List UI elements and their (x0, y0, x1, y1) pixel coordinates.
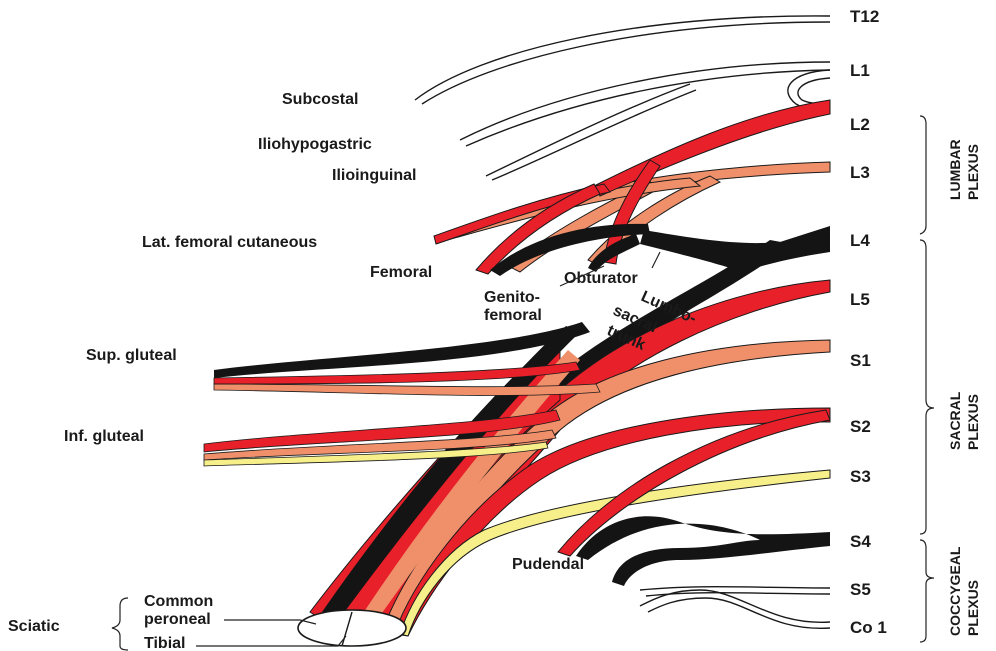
l1-l2-loop-inner (798, 78, 830, 104)
lumbar-plexus-label-1: LUMBAR (947, 139, 963, 200)
root-label-s5: S5 (850, 580, 871, 599)
label-sup-gluteal: Sup. gluteal (86, 347, 177, 364)
lumbar-plexus-label-2: PLEXUS (965, 144, 981, 200)
label-tibial: Tibial (144, 635, 186, 651)
co1-nerve (640, 590, 830, 622)
root-label-l4: L4 (850, 231, 870, 250)
co1-nerve-inner (648, 598, 830, 628)
sup-gluteal-nerve-salmon (214, 384, 600, 395)
sacral-plexus-label-2: PLEXUS (965, 394, 981, 450)
coccygeal-bracket (920, 540, 934, 642)
sacral-bracket (920, 240, 934, 534)
l1-iliohypogastric-nerve-inner (466, 70, 830, 146)
lumbar-bracket (920, 116, 926, 234)
root-labels: T12 L1 L2 L3 L4 L5 S1 S2 S3 S4 S5 Co 1 (850, 7, 887, 637)
t12-subcostal-nerve-inner (422, 22, 830, 104)
root-label-l1: L1 (850, 61, 870, 80)
label-femoral: Femoral (370, 264, 432, 281)
label-genitofemoral-2: femoral (484, 307, 542, 324)
label-lat-femoral-cutaneous: Lat. femoral cutaneous (142, 234, 317, 251)
label-genitofemoral-1: Genito- (484, 289, 540, 306)
leader-obturator (652, 252, 660, 268)
plexus-labels: LUMBAR PLEXUS SACRAL PLEXUS COCCYGEAL PL… (947, 139, 981, 636)
label-pudendal: Pudendal (512, 556, 584, 573)
t12-subcostal-nerve (415, 16, 830, 100)
label-common-peroneal-2: peroneal (144, 611, 211, 628)
root-label-s1: S1 (850, 351, 871, 370)
label-common-peroneal-1: Common (144, 593, 213, 610)
sciatic-cut-end (298, 610, 406, 646)
root-label-co1: Co 1 (850, 618, 887, 637)
root-label-l3: L3 (850, 163, 870, 182)
label-inf-gluteal: Inf. gluteal (64, 428, 144, 445)
root-label-s2: S2 (850, 417, 871, 436)
label-ilioinguinal: Ilioinguinal (332, 167, 416, 184)
plexus-brackets (920, 116, 934, 642)
label-sciatic: Sciatic (8, 618, 60, 635)
coccygeal-plexus-label-2: PLEXUS (965, 580, 981, 636)
label-iliohypogastric: Iliohypogastric (258, 136, 372, 153)
label-subcostal: Subcostal (282, 91, 358, 108)
root-label-l2: L2 (850, 115, 870, 134)
coccygeal-plexus-label-1: COCCYGEAL (947, 546, 963, 636)
root-label-s4: S4 (850, 532, 871, 551)
sacral-plexus-label-1: SACRAL (947, 391, 963, 450)
pudendal-nerve-black (576, 516, 830, 586)
thin-nerves (415, 16, 830, 180)
s5-nerve (640, 587, 830, 590)
root-label-l5: L5 (850, 290, 870, 309)
sciatic-brace (112, 598, 128, 650)
root-label-s3: S3 (850, 467, 871, 486)
coccygeal-nerves (640, 587, 830, 629)
root-label-t12: T12 (850, 7, 879, 26)
